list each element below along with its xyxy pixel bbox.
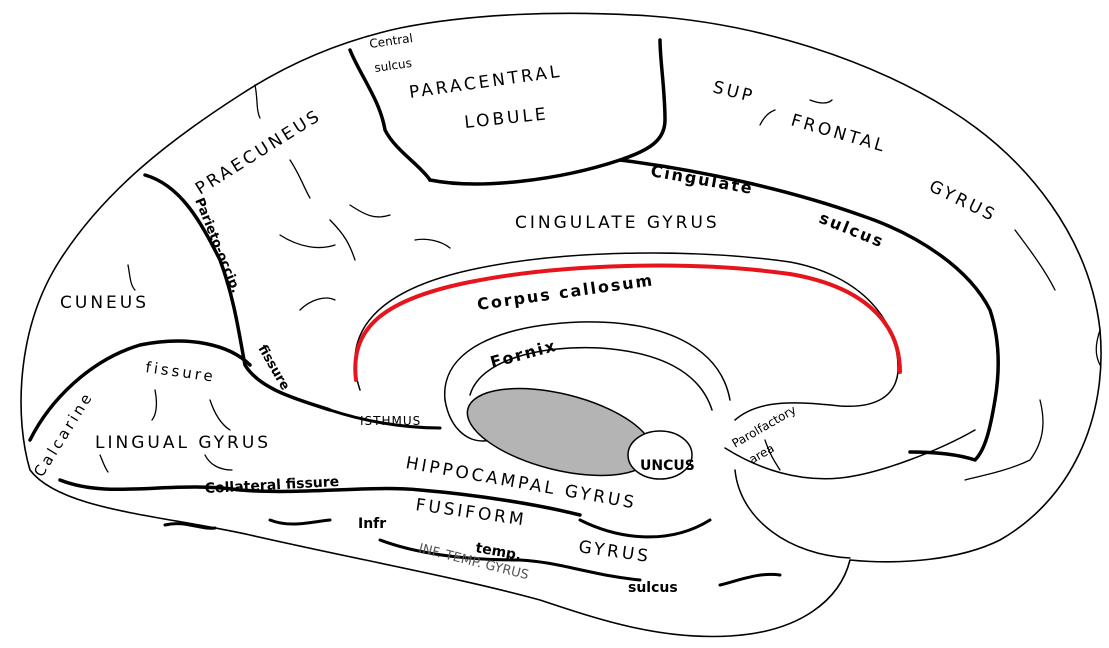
cingulate-sulcus bbox=[620, 160, 998, 460]
minor-sulcus-1 bbox=[255, 85, 260, 118]
label-gyrus-fusiform: GYRUS bbox=[577, 537, 652, 567]
hemisphere-outline bbox=[21, 13, 1101, 636]
label-cingulate-gyrus: CINGULATE GYRUS bbox=[515, 213, 720, 233]
minor-sulcus-6 bbox=[300, 298, 335, 310]
label-parolfactory-2: area bbox=[747, 441, 777, 467]
label-frontal: FRONTAL bbox=[789, 111, 890, 157]
minor-sulcus-12 bbox=[810, 100, 832, 103]
sulcus-lower-2 bbox=[270, 520, 330, 524]
hippocampal-sulcus bbox=[580, 520, 710, 537]
label-fissure-calcarine: fissure bbox=[144, 358, 216, 386]
minor-sulcus-9 bbox=[152, 390, 156, 420]
uncus-curve bbox=[735, 470, 850, 558]
label-parieto-occip: Parieto-occip. bbox=[191, 196, 243, 295]
label-isthmus: ISTHMUS bbox=[360, 414, 421, 428]
label-cingulate-sulcus-1: Cingulate bbox=[649, 161, 755, 198]
minor-sulcus-17 bbox=[100, 455, 108, 472]
minor-sulcus-18 bbox=[205, 455, 232, 470]
minor-sulcus-3 bbox=[330, 220, 355, 260]
label-infr: Infr bbox=[358, 516, 386, 532]
label-fornix: Fornix bbox=[488, 336, 559, 372]
label-praecuneus: PRAECUNEUS bbox=[192, 106, 325, 200]
minor-sulcus-2 bbox=[290, 160, 310, 198]
minor-sulcus-8 bbox=[128, 265, 135, 290]
fornix-outer-arc bbox=[445, 322, 730, 400]
minor-sulcus-14 bbox=[965, 400, 1043, 480]
label-lingual-gyrus: LINGUAL GYRUS bbox=[95, 433, 271, 453]
minor-sulcus-4 bbox=[280, 235, 335, 248]
sulcus-lower-3 bbox=[720, 574, 780, 585]
label-calcarine: Calcarine bbox=[30, 388, 97, 480]
minor-sulcus-10 bbox=[210, 400, 230, 430]
label-collateral-fissure: Collateral fissure bbox=[204, 474, 339, 497]
label-cingulate-sulcus-2: sulcus bbox=[817, 208, 888, 251]
minor-sulcus-7 bbox=[415, 239, 450, 248]
label-sulcus-temp: sulcus bbox=[628, 580, 678, 596]
label-central-sulcus-2: sulcus bbox=[373, 56, 412, 75]
minor-sulcus-13 bbox=[1015, 230, 1055, 290]
minor-sulcus-5 bbox=[350, 205, 390, 217]
minor-sulcus-15 bbox=[1096, 330, 1100, 365]
label-lobule: LOBULE bbox=[463, 104, 549, 133]
label-sup: SUP bbox=[711, 77, 757, 107]
label-uncus: UNCUS bbox=[640, 458, 695, 474]
label-cuneus: CUNEUS bbox=[60, 293, 149, 313]
label-gyrus-frontal: GYRUS bbox=[926, 177, 1000, 227]
minor-sulcus-11 bbox=[760, 110, 775, 125]
label-fissure-parieto: fissure bbox=[255, 343, 293, 394]
label-paracentral: PARACENTRAL bbox=[408, 62, 563, 103]
